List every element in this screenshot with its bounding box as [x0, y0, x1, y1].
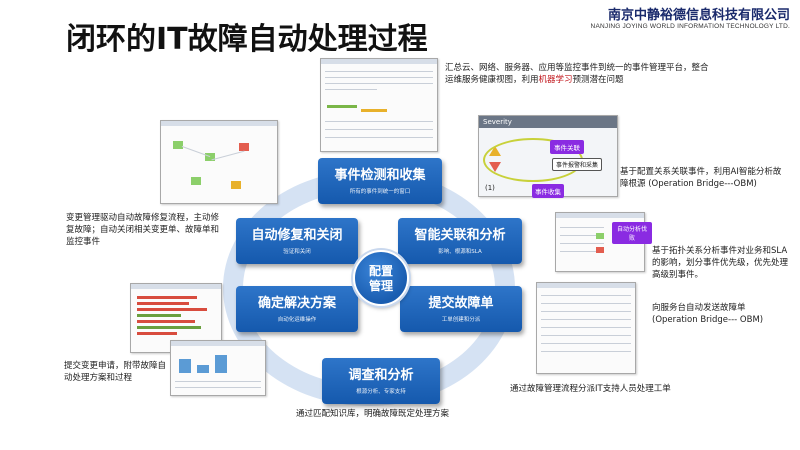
step-ticket-sub: 工单创建和分派 — [441, 317, 481, 323]
step-detect[interactable]: 事件检测和收集 所有的事件到统一的窗口 — [318, 158, 442, 204]
callout-auto-analysis: 自动分析伐败 — [612, 222, 652, 244]
note-top-right-b: 预测潜在问题 — [572, 75, 624, 85]
step-correlate-sub: 影响、根源和SLA — [438, 249, 482, 255]
note-bottom-center: 通过匹配知识库，明确故障既定处理方案 — [296, 409, 450, 419]
callout-alarm: 事件报警和采集 — [552, 158, 603, 171]
step-remediate-sub: 验证和关闭 — [283, 249, 311, 255]
note-top-right-ml: 机器学习 — [538, 75, 573, 85]
page-title: 闭环的IT故障自动处理过程 — [66, 22, 428, 57]
note-left-top: 变更管理驱动自动故障修复流程，主动修复故障；自动关闭相关变更单、故障单和监控事件 — [66, 213, 220, 247]
event-console-screenshot — [320, 58, 438, 152]
callout-collect: 事件收集 — [532, 184, 564, 198]
step-ticket-label: 提交故障单 — [428, 296, 494, 311]
note-top-right: 汇总云、网络、服务器、应用等监控事件到统一的事件管理平台，整合运维服务健康视图，… — [445, 62, 715, 86]
step-correlate-label: 智能关联和分析 — [414, 228, 506, 243]
step-remediate-label: 自动修复和关闭 — [251, 228, 343, 243]
step-resolve-sub: 自动化运维操作 — [277, 317, 317, 323]
hub-line1: 配置 — [368, 264, 393, 278]
config-management-hub[interactable]: 配置 管理 — [353, 250, 409, 306]
step-detect-label: 事件检测和收集 — [334, 168, 426, 183]
step-resolve-label: 确定解决方案 — [257, 296, 336, 311]
callout-correlate: 事件关联 — [550, 140, 584, 154]
step-ticket[interactable]: 提交故障单 工单创建和分派 — [400, 286, 522, 332]
company-name-cn: 南京中静裕德信息科技有限公司 — [607, 8, 790, 23]
note-bottom-right: 通过故障管理流程分派IT支持人员处理工单 — [510, 384, 671, 394]
step-remediate[interactable]: 自动修复和关闭 验证和关闭 — [236, 218, 358, 264]
report-screenshot — [170, 340, 266, 396]
topology-screenshot — [160, 120, 278, 204]
severity-table-screenshot: Severity (1) — [478, 115, 618, 197]
severity-header: Severity — [483, 118, 512, 126]
note-right-1: 基于配置关系关联事件，利用AI智能分析故障根源 (Operation Bridg… — [620, 167, 782, 189]
step-investigate-label: 调查和分析 — [348, 368, 414, 383]
note-right-2: 基于拓扑关系分析事件对业务和SLA的影响，划分事件优先级，优先处理高级别事件。 — [652, 246, 789, 280]
severity-count: (1) — [485, 184, 495, 192]
step-resolve[interactable]: 确定解决方案 自动化运维操作 — [236, 286, 358, 332]
step-detect-sub: 所有的事件到统一的窗口 — [349, 189, 411, 195]
step-correlate[interactable]: 智能关联和分析 影响、根源和SLA — [398, 218, 522, 264]
hub-line2: 管理 — [368, 279, 393, 293]
step-investigate[interactable]: 调查和分析 根源分析、专家支持 — [322, 358, 440, 404]
note-left-bottom: 提交变更申请，附带故障自动处理方案和过程 — [64, 361, 167, 383]
company-name-en: NANJING JOYING WORLD INFORMATION TECHNOL… — [590, 23, 790, 30]
note-right-3: 向服务台自动发送故障单 (Operation Bridge--- OBM) — [652, 303, 764, 325]
step-investigate-sub: 根源分析、专家支持 — [356, 389, 406, 395]
company-logo: 南京中静裕德信息科技有限公司 NANJING JOYING WORLD INFO… — [591, 4, 790, 30]
ticket-screenshot — [536, 282, 636, 374]
note-top-right-a: 汇总云、网络、服务器、应用等监控事件到统一的事件管理平台，整合运维服务健康视图，… — [445, 63, 709, 85]
